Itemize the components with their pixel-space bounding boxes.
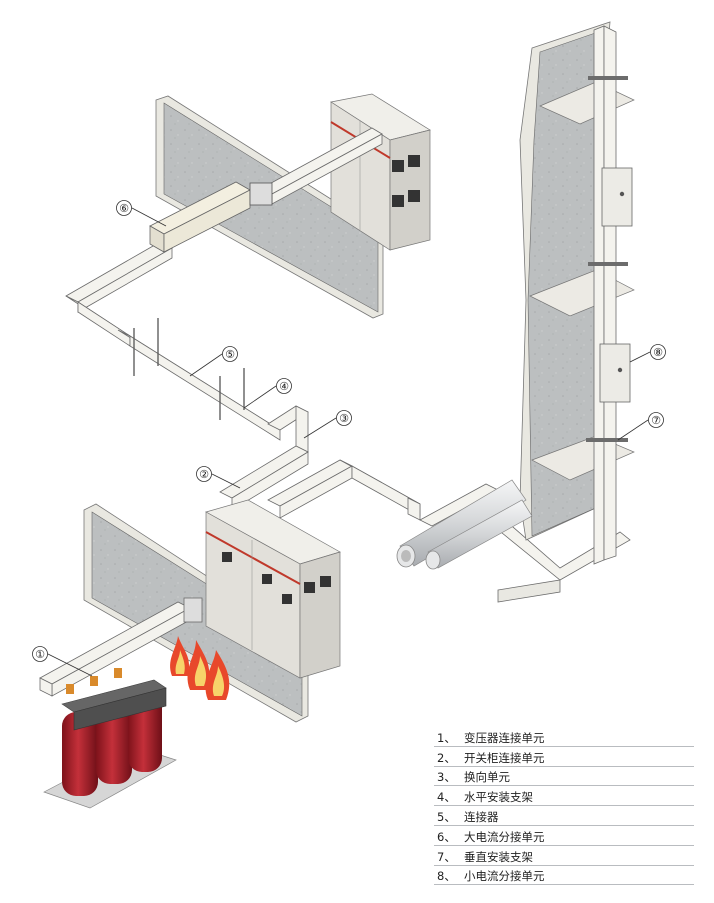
callout-1: ① [32,646,93,677]
vertical-busway [593,25,617,565]
legend-item-number: 7、 [437,849,456,864]
callout-7-label: ⑦ [651,414,661,427]
plug-in-unit-small-upper [601,167,633,227]
vertical-brackets [586,76,628,442]
legend-item: 7、 垂直安装支架 [434,846,694,866]
legend-item-number: 2、 [437,750,456,765]
legend-item: 4、 水平安装支架 [434,786,694,807]
callout-4-label: ④ [279,380,289,393]
legend-item-label: 换向单元 [464,770,510,785]
legend-item: 8、 小电流分接单元 [434,866,694,886]
legend: 1、 变压器连接单元 2、 开关柜连接单元 3、 换向单元 4、 水平安装支架 … [434,727,694,886]
legend-item-label: 连接器 [464,809,499,824]
callout-6: ⑥ [116,200,167,227]
callout-1-label: ① [35,648,45,661]
transformer [43,668,177,809]
callout-3-label: ③ [339,412,349,425]
callout-3: ③ [303,410,352,439]
legend-item: 6、 大电流分接单元 [434,826,694,846]
callout-6-label: ⑥ [119,202,129,215]
legend-item-number: 1、 [437,730,456,745]
legend-item: 1、 变压器连接单元 [434,727,694,747]
legend-item: 2、 开关柜连接单元 [434,747,694,767]
plug-in-unit-small-lower [599,343,631,403]
upper-wall [155,95,384,319]
fire-icon [170,636,230,700]
callout-8-label: ⑧ [653,346,663,359]
callout-5: ⑤ [189,346,238,377]
legend-item-label: 水平安装支架 [464,790,533,805]
plug-in-unit-large [149,181,273,253]
legend-item-label: 垂直安装支架 [464,849,533,864]
callout-2: ② [196,466,241,489]
callout-2-label: ② [199,468,209,481]
shaft-wall [519,21,635,541]
legend-item-label: 开关柜连接单元 [464,750,545,765]
legend-item-label: 变压器连接单元 [464,730,545,745]
legend-item-number: 4、 [437,790,456,805]
hanger-rods [133,318,245,420]
legend-item-number: 3、 [437,770,456,785]
callout-4: ④ [243,378,292,409]
callout-7: ⑦ [617,412,664,441]
lower-switchgear [205,499,341,679]
transformer-busway [39,597,203,697]
legend-item: 3、 换向单元 [434,767,694,787]
callout-5-label: ⑤ [225,348,235,361]
legend-item-label: 小电流分接单元 [464,869,545,884]
legend-item-label: 大电流分接单元 [464,829,545,844]
legend-item: 5、 连接器 [434,806,694,826]
legend-item-number: 6、 [437,829,456,844]
pipes [396,479,533,570]
legend-item-number: 5、 [437,809,456,824]
legend-item-number: 8、 [437,869,456,884]
callout-8: ⑧ [629,344,666,363]
